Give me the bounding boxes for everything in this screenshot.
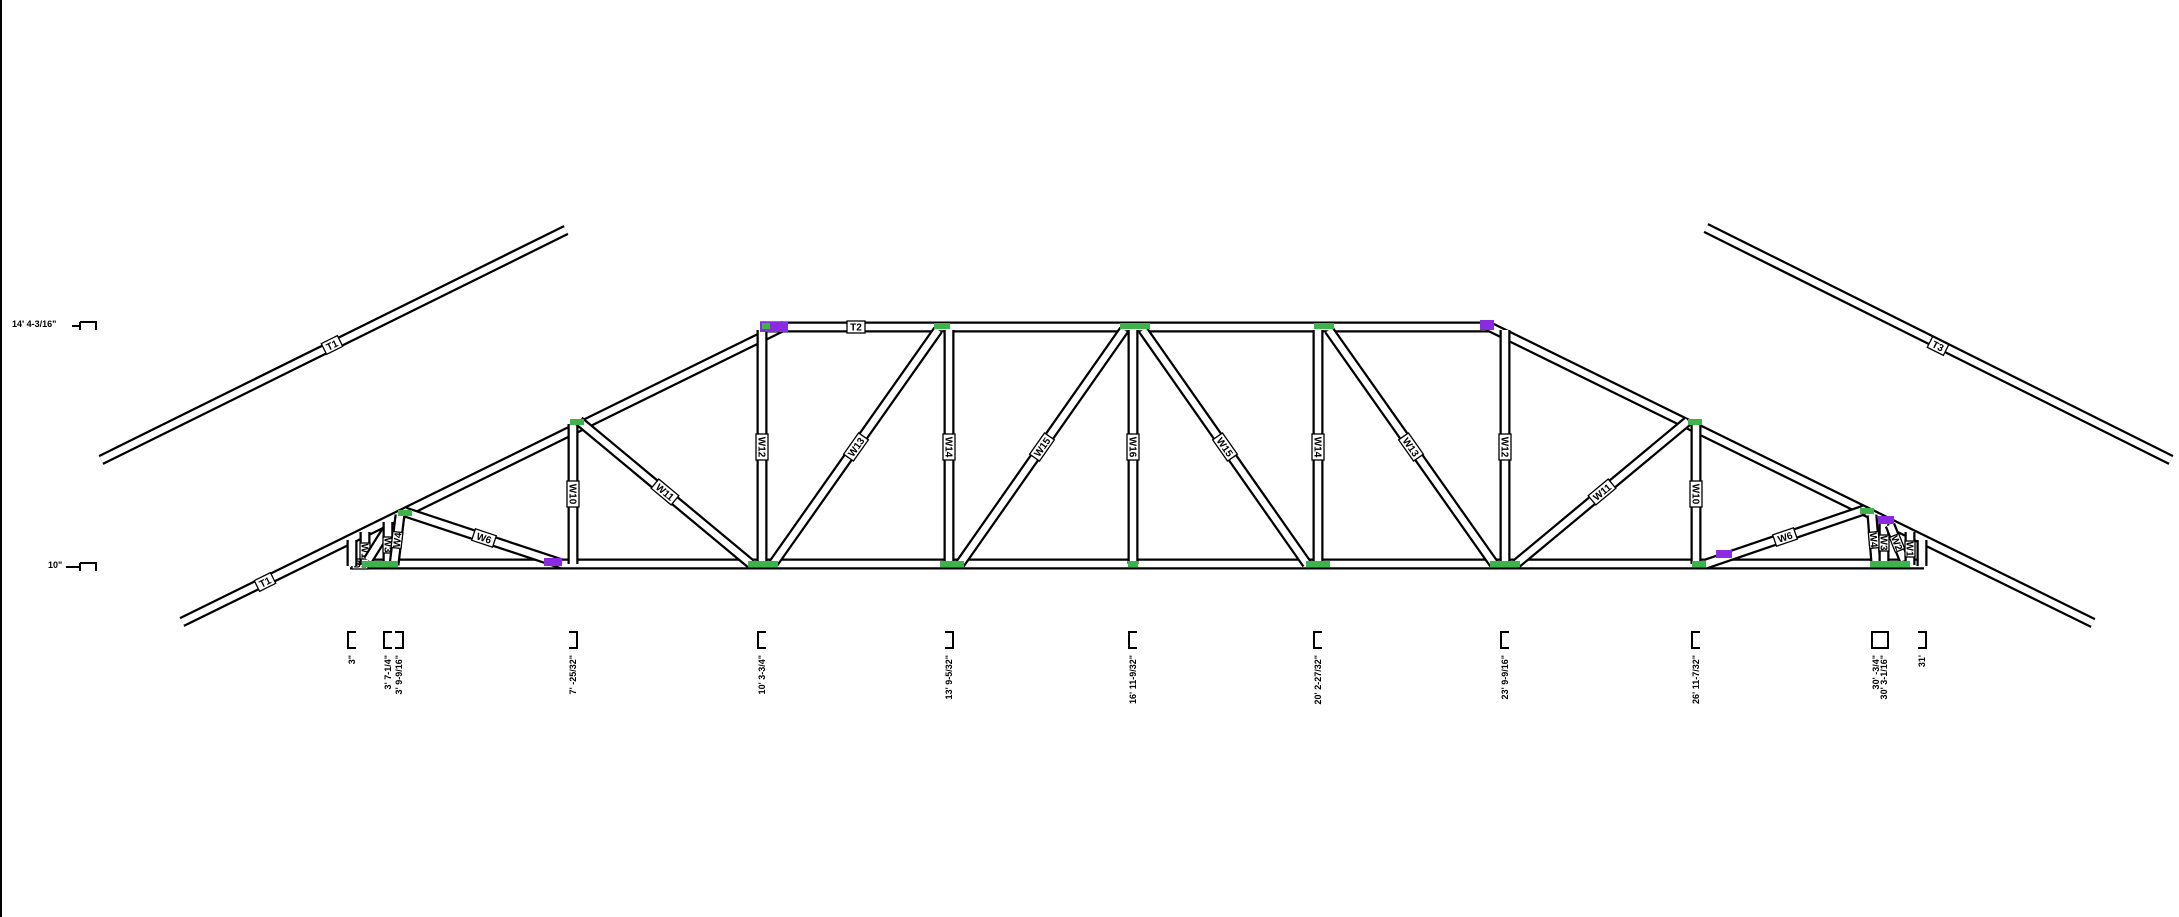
- dimension-station: 13' 9-5/32": [944, 631, 954, 699]
- dimension-label: 10' 3-3/4": [757, 655, 767, 694]
- dimension-station: 16' 11-9/32": [1128, 631, 1138, 704]
- svg-text:W4: W4: [392, 532, 405, 549]
- heel-height-label: 10": [48, 560, 62, 570]
- dimension-label: 3": [347, 655, 357, 664]
- web-w4-left: W4: [388, 514, 406, 566]
- web-w16-center: W16: [1126, 330, 1140, 564]
- web-w3-left: W3: [381, 522, 394, 565]
- web-w6-left: W6: [403, 506, 564, 570]
- top-chord-right: [1485, 321, 2096, 628]
- truss: T1 T2 B1: [179, 320, 2096, 628]
- svg-text:W3: W3: [381, 538, 392, 553]
- dimension-label: 23' 9-9/16": [1500, 655, 1510, 699]
- svg-text:W12: W12: [1498, 437, 1509, 458]
- dimension-station: 7' -25/32": [568, 631, 578, 694]
- bottom-dimensions: 3" 3' 7-1/4"3' 9-9/16" 7' -25/32" 10' 3-3/4…: [347, 631, 1927, 704]
- web-w13-left: W13: [768, 326, 943, 568]
- svg-text:W14: W14: [942, 437, 953, 458]
- svg-text:W1: W1: [1903, 542, 1914, 557]
- top-chord-extension-right: T3: [1703, 223, 2174, 465]
- dimension-label: 3' 7-1/4": [383, 655, 393, 689]
- web-w2-right: W2: [1884, 522, 1910, 563]
- svg-text:T1: T1: [325, 338, 341, 353]
- web-w15-right: W15: [1138, 326, 1312, 568]
- web-w15-left: W15: [955, 326, 1129, 568]
- web-w10-right: W10: [1689, 424, 1703, 564]
- dimension-label: 20' 2-27/32": [1313, 655, 1323, 704]
- dimension-station: 20' 2-27/32": [1313, 631, 1323, 704]
- svg-text:W12: W12: [755, 437, 766, 458]
- web-w12-right: W12: [1498, 330, 1512, 564]
- dimension-label: 30' -3/4": [1871, 655, 1881, 689]
- height-dimension-top: 14' 4-3/16": [12, 319, 97, 330]
- web-w10-left: W10: [566, 424, 580, 564]
- svg-text:W10: W10: [1689, 484, 1700, 505]
- top-chord-extension-left: T1: [98, 225, 569, 465]
- web-w14-left: W14: [942, 330, 956, 564]
- top-chord-left: T1: [179, 321, 787, 627]
- web-w3-right: W3: [1877, 520, 1890, 565]
- svg-text:W6: W6: [475, 532, 493, 547]
- dimension-label: 3' 9-9/16": [394, 655, 404, 694]
- dimension-label: 26' 11-7/32": [1691, 655, 1701, 704]
- svg-text:W14: W14: [1311, 437, 1322, 458]
- svg-text:T1: T1: [258, 575, 274, 590]
- svg-text:W3: W3: [1877, 536, 1888, 551]
- dimension-station: 23' 9-9/16": [1500, 631, 1510, 699]
- dimension-label: 30' 3-1/16": [1879, 655, 1889, 699]
- dimension-station: 26' 11-7/32": [1691, 631, 1701, 704]
- web-w11-left: W11: [575, 416, 755, 569]
- svg-text:W10: W10: [566, 484, 577, 505]
- svg-text:W4: W4: [1867, 532, 1879, 548]
- web-w11-right: W11: [1512, 416, 1692, 569]
- dimension-station: 3' 9-9/16": [394, 631, 404, 694]
- dimension-station: 10' 3-3/4": [757, 631, 767, 694]
- dimension-label: 16' 11-9/32": [1128, 655, 1138, 704]
- web-w6-right: W6: [1704, 504, 1866, 570]
- svg-text:B1: B1: [354, 560, 367, 571]
- height-dimension-heel: 10": [48, 560, 97, 571]
- dimension-station: 3": [347, 631, 357, 664]
- dimension-station: 3' 7-1/4": [383, 631, 393, 689]
- web-w12-left: W12: [755, 330, 769, 564]
- svg-text:W16: W16: [1126, 437, 1137, 458]
- connector-plates: [362, 320, 1910, 567]
- dimension-label: 13' 9-5/32": [944, 655, 954, 699]
- overall-height-label: 14' 4-3/16": [12, 319, 56, 329]
- dimension-station: 30' 3-1/16": [1879, 631, 1889, 699]
- dimension-label: 7' -25/32": [568, 655, 578, 694]
- svg-text:W6: W6: [1776, 530, 1794, 545]
- dimension-label: 31': [1917, 655, 1927, 667]
- svg-text:T2: T2: [850, 323, 862, 334]
- web-w1-right: W1: [1903, 532, 1916, 565]
- svg-text:W2: W2: [1888, 534, 1904, 552]
- dimension-station: 30' -3/4": [1871, 631, 1881, 689]
- web-w4-right: W4: [1866, 514, 1882, 566]
- dimension-station: 31': [1917, 631, 1927, 667]
- web-w14-right: W14: [1311, 330, 1325, 564]
- web-w13-right: W13: [1324, 326, 1499, 568]
- svg-text:W1: W1: [358, 544, 369, 559]
- svg-text:T3: T3: [1930, 339, 1946, 354]
